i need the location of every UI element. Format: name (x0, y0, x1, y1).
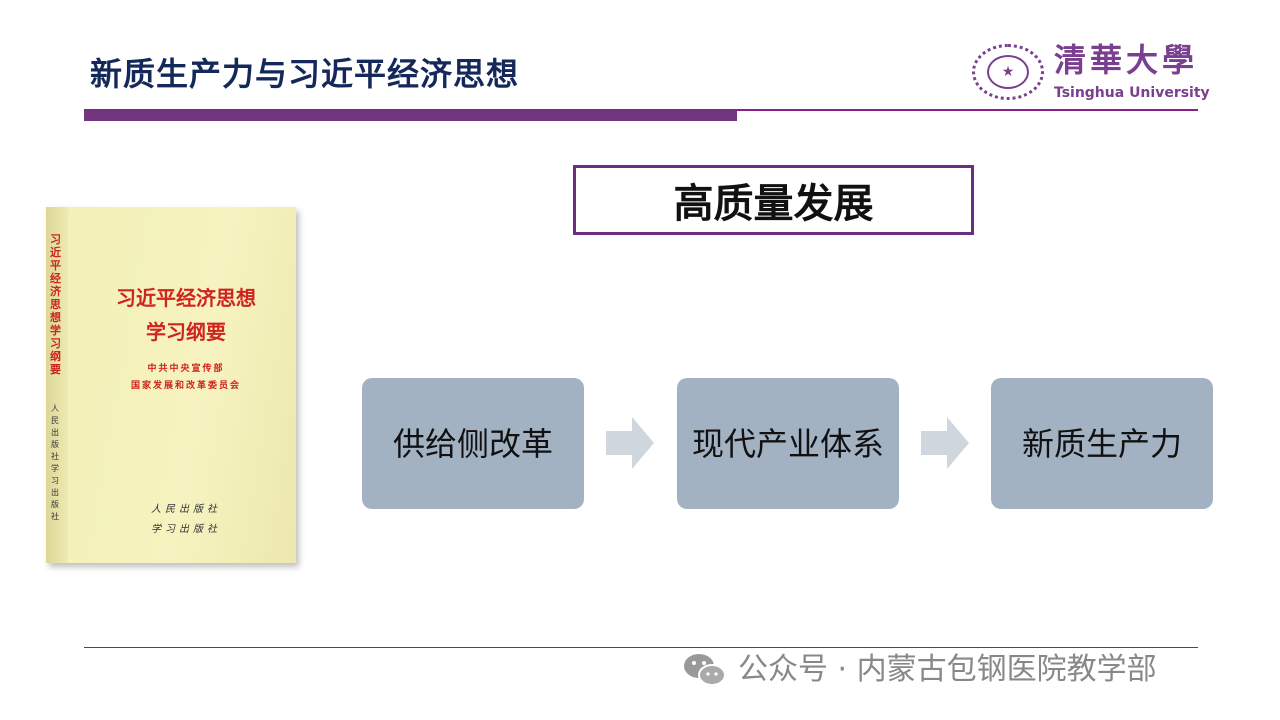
spine-publisher: 人民出版社 学习出版社 (51, 404, 59, 521)
book-author-2: 国家发展和改革委员会 (130, 381, 241, 391)
flow-step-new-productivity: 新质生产力 (991, 378, 1213, 509)
book-title-2: 学习纲要 (146, 320, 226, 344)
logo-chinese: 清華大學 (1054, 41, 1199, 79)
book-publisher-2: 学习出版社 (151, 524, 221, 535)
spine-title: 习近平经济思想学习纲要 (50, 233, 61, 376)
wechat-icon (684, 654, 726, 686)
book-spine: 习近平经济思想学习纲要 人民出版社 学习出版社 (46, 207, 68, 563)
slide-title: 新质生产力与习近平经济思想 (90, 55, 520, 93)
watermark-text: 公众号 · 内蒙古包钢医院教学部 (738, 652, 1157, 687)
watermark: 公众号 · 内蒙古包钢医院教学部 (682, 650, 1157, 690)
footer-divider (84, 647, 1198, 648)
book-cover-image: 习近平经济思想学习纲要 人民出版社 学习出版社 习近平经济思想 学习纲要 中共中… (46, 207, 296, 563)
goal-box: 高质量发展 (573, 165, 974, 235)
tsinghua-logo: ★ 清華大學 Tsinghua University (972, 38, 1212, 104)
arrow-right-icon (606, 417, 654, 469)
flow-step-supply-reform: 供给侧改革 (362, 378, 584, 509)
flow-step-modern-industry: 现代产业体系 (677, 378, 899, 509)
logo-english: Tsinghua University (1054, 85, 1210, 101)
seal-icon: ★ (972, 44, 1044, 100)
book-publisher-1: 人民出版社 (151, 504, 221, 515)
book-author-1: 中共中央宣传部 (147, 364, 225, 374)
header-accent-bar (84, 110, 737, 121)
book-title-1: 习近平经济思想 (116, 286, 256, 310)
arrow-right-icon (921, 417, 969, 469)
